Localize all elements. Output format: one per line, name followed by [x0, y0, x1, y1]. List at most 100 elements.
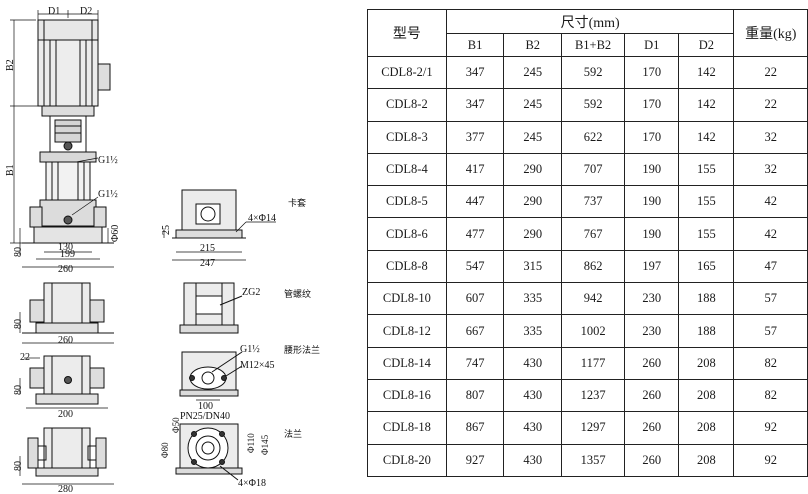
header-b2: B2 — [503, 33, 563, 57]
cell-b1-b2: 862 — [561, 249, 626, 284]
spec-table: 型号 尺寸(mm) 重量(kg) B1 B2 B1+B2 D1 D2 CDL8-… — [367, 9, 808, 477]
cell-d1: 190 — [624, 152, 680, 187]
dim-pn: PN25/DN40 — [180, 411, 230, 422]
dim-phi50: Φ50 — [171, 417, 181, 433]
label-flange: 法兰 — [284, 428, 302, 439]
cell-model: CDL8-3 — [367, 120, 447, 154]
thread-g-oval: G1½ — [240, 344, 260, 355]
cell-b2: 335 — [503, 314, 563, 348]
cell-d2: 208 — [678, 411, 735, 445]
clamp-view — [172, 189, 246, 239]
cell-b1: 547 — [445, 249, 505, 284]
cell-b1-b2: 592 — [561, 88, 626, 122]
cell-d2: 142 — [678, 88, 735, 122]
cell-weight: 22 — [733, 55, 808, 90]
dim-280: 280 — [58, 484, 73, 494]
cell-d1: 260 — [624, 443, 680, 477]
cell-weight: 92 — [733, 411, 808, 445]
oval-flange-view — [179, 351, 243, 397]
cell-weight: 22 — [733, 88, 808, 122]
pump-side-view-3 — [29, 355, 105, 405]
cell-b1-b2: 1177 — [561, 346, 626, 380]
dim-130: 130 — [58, 242, 73, 253]
cell-weight: 32 — [733, 120, 808, 154]
header-d2: D2 — [678, 33, 735, 57]
thread-g-lower: G1½ — [98, 189, 118, 200]
cell-model: CDL8-16 — [367, 378, 447, 413]
dim-247: 247 — [200, 258, 215, 269]
cell-d1: 190 — [624, 217, 680, 251]
dim-b1: B1 — [5, 164, 16, 176]
dim-22: 22 — [20, 352, 30, 363]
cell-b1-b2: 707 — [561, 152, 626, 187]
side-view-2-dims — [19, 312, 114, 344]
flange-view — [175, 423, 243, 481]
side-view-2-text: 260 80 — [13, 319, 73, 346]
cell-b1: 417 — [445, 152, 505, 187]
header-size: 尺寸(mm) — [445, 9, 735, 34]
pipe-thread-view — [179, 282, 243, 334]
dim-phi110: Φ110 — [246, 433, 256, 453]
cell-b2: 245 — [503, 88, 563, 122]
header-b1-b2: B1+B2 — [561, 33, 626, 57]
main-dimension-text: D1 D2 B2 B1 G1½ G1½ 130 199 260 80 Φ60 — [5, 6, 121, 275]
cell-b2: 430 — [503, 346, 563, 380]
cell-b2: 245 — [503, 120, 563, 154]
dim-200: 200 — [58, 409, 73, 420]
pipe-thread-text: ZG2 管螺纹 — [242, 287, 311, 299]
cell-d2: 165 — [678, 249, 735, 284]
cell-d1: 260 — [624, 411, 680, 445]
cell-d1: 230 — [624, 282, 680, 316]
cell-b1-b2: 592 — [561, 55, 626, 90]
dim-d1: D1 — [48, 6, 60, 17]
header-d1: D1 — [624, 33, 680, 57]
cell-b1: 607 — [445, 282, 505, 316]
label-pipe-thread: 管螺纹 — [284, 288, 311, 299]
cell-model: CDL8-4 — [367, 152, 447, 187]
side-view-4-dims — [19, 456, 114, 485]
dim-holes-14: 4×Φ14 — [248, 213, 276, 224]
header-weight: 重量(kg) — [733, 9, 808, 57]
cell-b1: 347 — [445, 55, 505, 90]
cell-weight: 57 — [733, 282, 808, 316]
dim-b2: B2 — [5, 59, 16, 71]
cell-d2: 142 — [678, 55, 735, 90]
clamp-dimension-lines — [163, 221, 276, 261]
dim-260: 260 — [58, 264, 73, 275]
clamp-text: 卡套 4×Φ14 25 215 247 — [161, 197, 306, 269]
cell-model: CDL8-18 — [367, 411, 447, 445]
dim-25: 25 — [161, 225, 172, 235]
dim-215: 215 — [200, 243, 215, 254]
cell-d1: 170 — [624, 120, 680, 154]
cell-b2: 290 — [503, 152, 563, 187]
header-model: 型号 — [367, 9, 447, 57]
dim-260b: 260 — [58, 335, 73, 346]
cell-weight: 47 — [733, 249, 808, 284]
cell-b1-b2: 1357 — [561, 443, 626, 477]
cell-b1: 747 — [445, 346, 505, 380]
cell-d1: 260 — [624, 378, 680, 413]
cell-b2: 290 — [503, 217, 563, 251]
side-view-3-text: 22 200 80 — [13, 352, 73, 420]
cell-model: CDL8-2 — [367, 88, 447, 122]
cell-d2: 142 — [678, 120, 735, 154]
cell-b1-b2: 942 — [561, 282, 626, 316]
pump-side-view-4 — [27, 427, 107, 477]
cell-weight: 92 — [733, 443, 808, 477]
cell-d1: 230 — [624, 314, 680, 348]
cell-b1-b2: 1002 — [561, 314, 626, 348]
cell-b1-b2: 1237 — [561, 378, 626, 413]
cell-d2: 188 — [678, 314, 735, 348]
cell-b1: 867 — [445, 411, 505, 445]
cell-d2: 208 — [678, 443, 735, 477]
cell-weight: 42 — [733, 185, 808, 219]
